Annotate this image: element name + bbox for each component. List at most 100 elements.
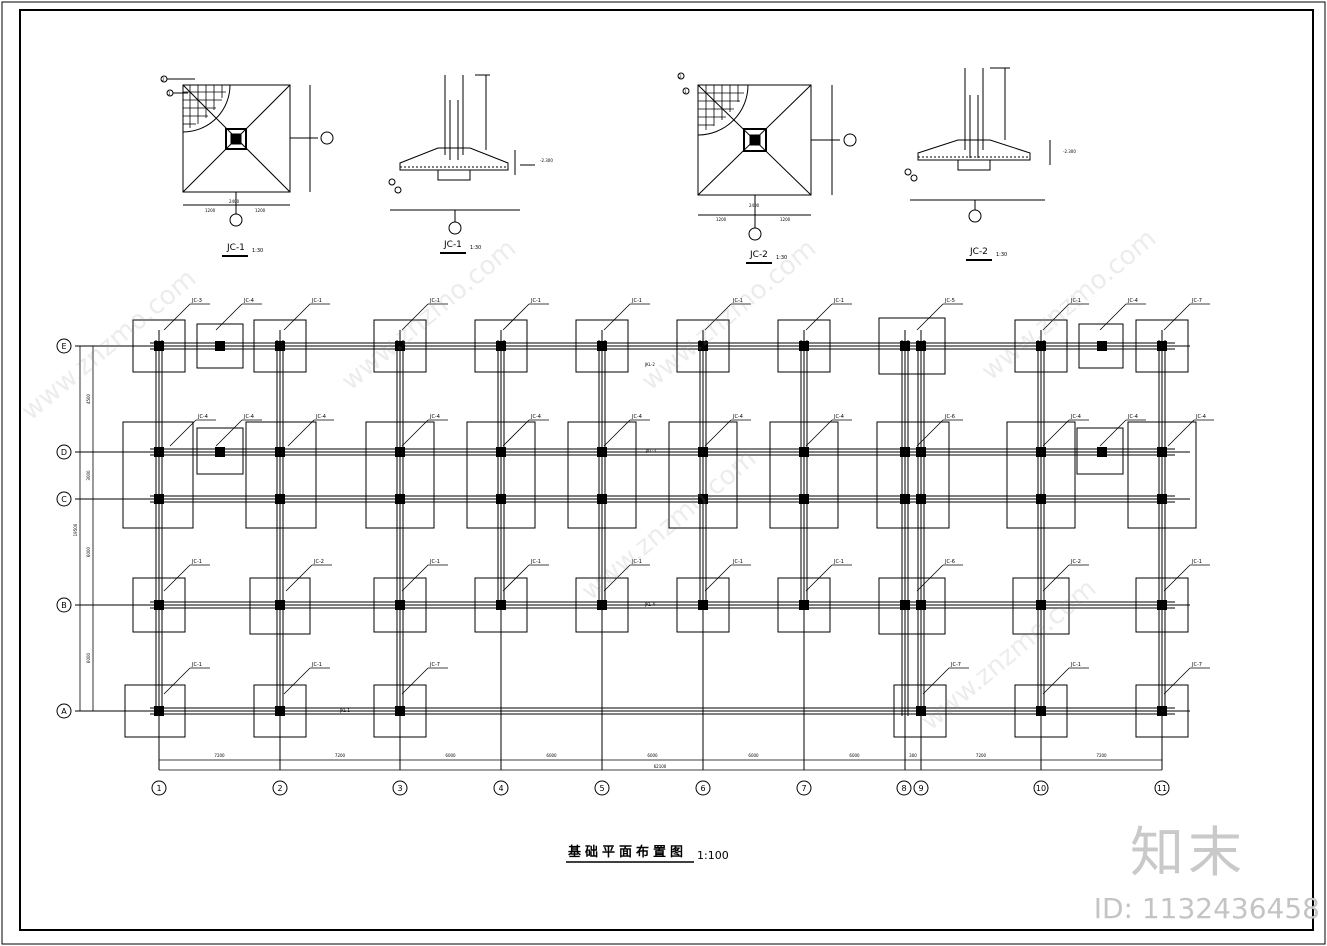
inner-border (19, 9, 1314, 931)
footing-tag: JC-4 (1070, 414, 1081, 420)
column-square (698, 447, 708, 457)
footing-pad (245, 421, 317, 529)
column-square (900, 494, 910, 504)
footing-leader (283, 667, 311, 695)
grid-label-col-5: 5 (599, 784, 604, 793)
footing-leader (163, 564, 191, 592)
column-square (275, 600, 285, 610)
column-square (900, 341, 910, 351)
footing-pad (196, 323, 244, 369)
column-square (799, 494, 809, 504)
footing-pad (777, 577, 831, 633)
footing-tag: JC-4 (243, 414, 254, 420)
footing-leader (704, 564, 732, 592)
column-square (275, 341, 285, 351)
grid-label-row-B: B (61, 601, 67, 610)
column-square (1157, 494, 1167, 504)
footing-pad (249, 577, 311, 635)
grid-bubble-row-C (56, 491, 72, 507)
footing-tag: JC-1 (530, 559, 541, 565)
footing-tag: JC-1 (631, 559, 642, 565)
dimension-text: 6000 (849, 753, 860, 758)
svg-text:2400: 2400 (229, 199, 240, 204)
footing-leader (285, 564, 313, 592)
footing-pad (373, 684, 427, 738)
footing-pad (1135, 319, 1189, 373)
plan-title-block: 基础平面布置图 1:100 (566, 844, 729, 863)
column-square (275, 447, 285, 457)
footing-leader (163, 667, 191, 695)
dimension-text: 6000 (546, 753, 557, 758)
footing-leader (401, 419, 429, 447)
footing-tag: JC-1 (1070, 662, 1081, 668)
footing-pad (1012, 577, 1070, 635)
column-square (215, 447, 225, 457)
footing-tag: JC-1 (732, 559, 743, 565)
column-square (1036, 706, 1046, 716)
footing-tag: JC-4 (1195, 414, 1206, 420)
dimension-total: 62100 (654, 764, 667, 769)
footing-leader (922, 667, 950, 695)
column-square (597, 447, 607, 457)
footing-pad (474, 319, 528, 373)
grid-bubble-col-9 (913, 780, 929, 796)
footing-leader (805, 419, 833, 447)
footing-tag: JC-4 (631, 414, 642, 420)
column-square (496, 600, 506, 610)
footing-leader (401, 667, 429, 695)
column-square (900, 447, 910, 457)
grid-bubble-col-11 (1154, 780, 1170, 796)
beam-tag: JKL-4 (644, 602, 655, 607)
svg-text:-2.300: -2.300 (1063, 149, 1076, 154)
grid-label-col-9: 9 (918, 784, 923, 793)
footing-tag: JC-4 (833, 414, 844, 420)
footing-pad (1014, 684, 1068, 738)
dimension-text: 6000 (86, 546, 91, 557)
svg-text:1200: 1200 (205, 208, 216, 213)
footing-pad (132, 577, 186, 633)
footing-tag: JC-4 (1127, 298, 1138, 304)
footing-tag: JC-7 (950, 662, 961, 668)
column-square (154, 600, 164, 610)
footing-leader (502, 303, 530, 331)
column-square (154, 341, 164, 351)
footing-leader (401, 564, 429, 592)
detail-jc2-section (904, 67, 1051, 223)
grid-label-col-3: 3 (397, 784, 402, 793)
footing-leader (916, 564, 944, 592)
grid-label-col-8: 8 (901, 784, 906, 793)
brand-id: ID: 1132436458 (1093, 892, 1320, 925)
footing-leader (603, 564, 631, 592)
footing-pad (575, 319, 629, 373)
footing-pad (1076, 427, 1124, 475)
detail-scale-1: 1:30 (252, 248, 263, 254)
footing-leader (704, 419, 732, 447)
detail-scale-4: 1:30 (996, 252, 1007, 258)
column-square (154, 494, 164, 504)
column-square (916, 494, 926, 504)
footing-pad (132, 319, 186, 373)
footing-leader (1163, 303, 1191, 331)
column-square (916, 341, 926, 351)
column-square (597, 341, 607, 351)
column-square (275, 706, 285, 716)
detail-title-3: JC-2 (749, 250, 768, 260)
grid-label-row-E: E (61, 342, 66, 351)
footing-leader (401, 303, 429, 331)
grid-bubble-col-7 (796, 780, 812, 796)
column-square (1036, 341, 1046, 351)
column-square (496, 341, 506, 351)
footing-pad (893, 684, 947, 738)
grid-label-col-4: 4 (498, 784, 503, 793)
footing-pad (122, 421, 194, 529)
dimension-text: 7200 (976, 753, 987, 758)
column-square (698, 341, 708, 351)
column-square (1157, 706, 1167, 716)
column-square (799, 447, 809, 457)
grid-label-col-10: 10 (1036, 784, 1046, 793)
dimension-text: 6000 (86, 652, 91, 663)
grid-bubble-col-3 (392, 780, 408, 796)
dimension-text: 300 (909, 753, 917, 758)
grid-bubble-row-E (56, 338, 72, 354)
grid-label-col-1: 1 (156, 784, 161, 793)
